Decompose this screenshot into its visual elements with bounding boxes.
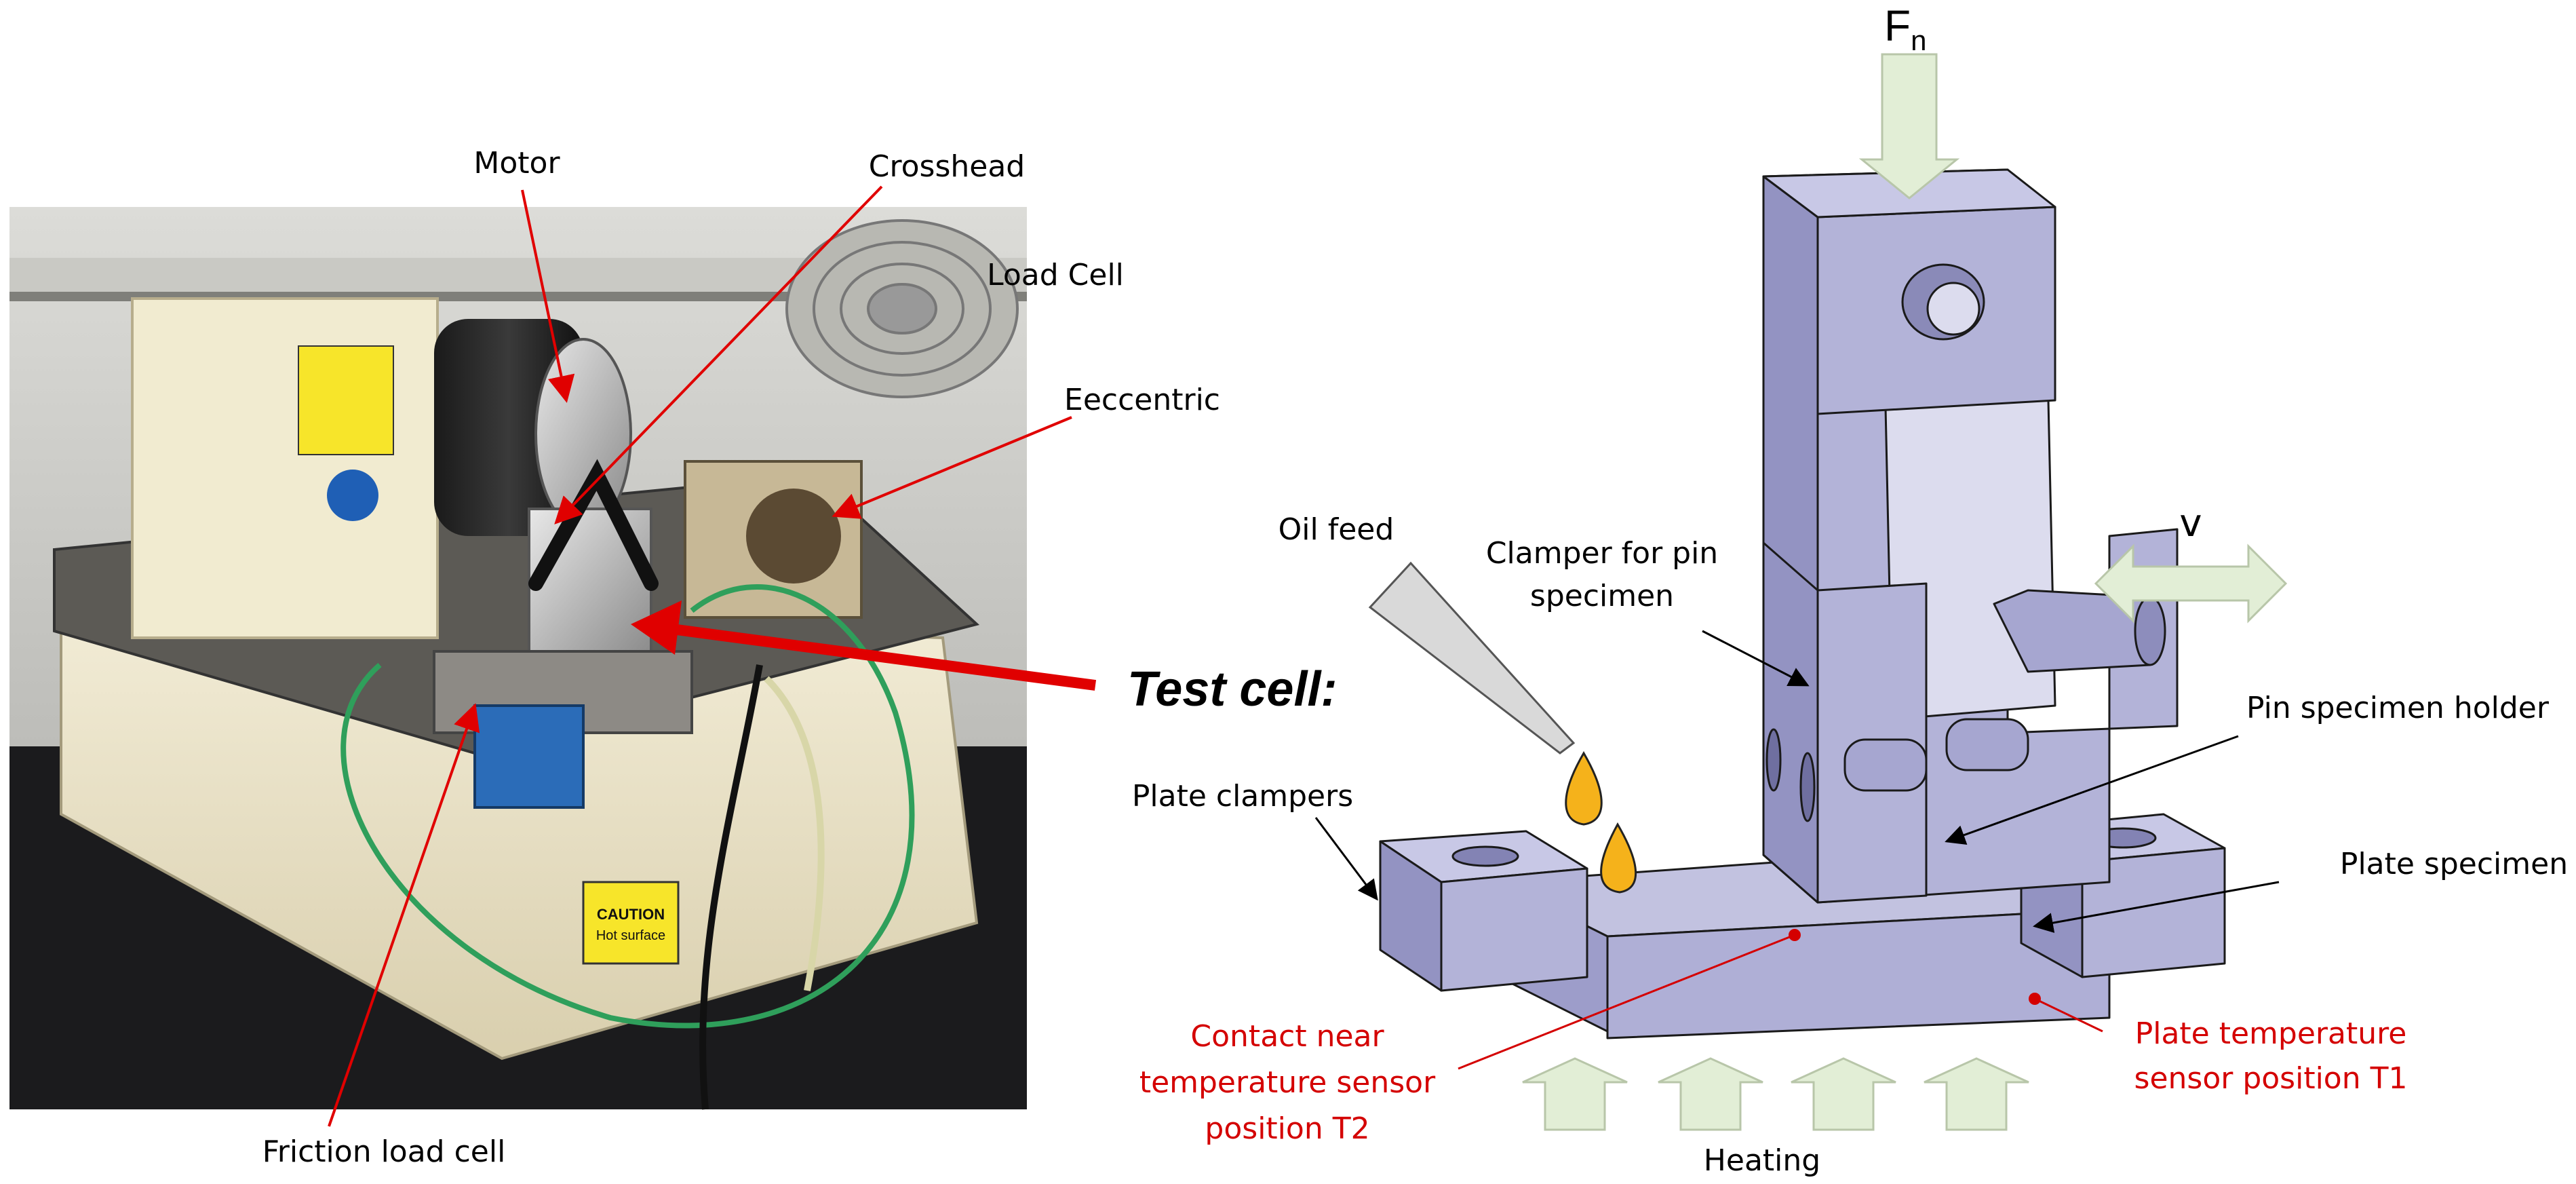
photo-caution-sign — [582, 881, 680, 965]
label-eccentric: Eeccentric — [1064, 383, 1220, 417]
label-test-cell: Test cell: — [1127, 662, 1337, 717]
label-friction-load-cell: Friction load cell — [262, 1134, 506, 1169]
heating-arrow-3 — [1791, 1057, 1896, 1131]
label-contact-sensor-1: Contact near — [1190, 1019, 1384, 1054]
plate-specimen-side — [1606, 908, 2111, 1039]
left-clamper-hole — [1451, 845, 1519, 867]
friction-load-cell-leader-line — [328, 703, 480, 1127]
photo-mandatory-sign — [327, 470, 378, 521]
velocity-arrow — [2094, 543, 2288, 624]
photo-crosshead-arms — [528, 459, 659, 591]
photo-duct — [785, 219, 1019, 398]
label-velocity: v — [2179, 501, 2202, 546]
label-clamper-pin-1: Clamper for pin — [1486, 536, 1718, 571]
test-cell-schematic — [1379, 168, 2226, 1039]
crosshead-leader-line — [554, 185, 883, 524]
label-pin-holder: Pin specimen holder — [2246, 691, 2550, 725]
right-clamper-side — [2081, 847, 2226, 978]
oil-feed-nozzle — [1368, 561, 1576, 755]
holder-bolt-hole-inner — [1926, 282, 1980, 336]
label-contact-sensor-2: temperature sensor — [1139, 1065, 1436, 1100]
pin-clamper-front — [1762, 541, 1819, 904]
photo-friction-load-cell-body — [473, 704, 585, 809]
label-plate-sensor-1: Plate temperature — [2135, 1016, 2407, 1051]
photo-caution-text-1: CAUTION — [597, 906, 665, 923]
photo-annotations — [328, 185, 1097, 1127]
sensor-markers — [1458, 929, 2103, 1070]
oil-drop-1 — [1565, 751, 1603, 826]
label-plate-specimen: Plate specimen — [2340, 847, 2568, 881]
photo-hose — [764, 676, 825, 991]
label-fn-subscript: n — [1911, 24, 1926, 56]
pin-roller-1 — [1843, 738, 1928, 792]
heating-arrow-2 — [1658, 1057, 1763, 1131]
tribometer-photo: CAUTION Hot surface — [9, 207, 1027, 1110]
label-plate-sensor-2: sensor position T1 — [2134, 1061, 2408, 1096]
clamper-pin-leader — [1702, 630, 1810, 687]
photo-wire-black — [699, 664, 763, 1110]
normal-force-arrow — [1858, 53, 1960, 199]
test-cell-arrow — [660, 622, 1097, 691]
label-clamper-pin-2: specimen — [1530, 579, 1674, 613]
plate-specimen-leader — [2033, 881, 2280, 933]
pin-roller-2 — [1945, 718, 2029, 771]
photo-warning-label — [298, 345, 394, 455]
heating-arrow-1 — [1522, 1057, 1628, 1131]
label-heating: Heating — [1704, 1143, 1820, 1178]
photo-wire-green — [340, 584, 915, 1029]
sensor-t2-leader — [1458, 934, 1795, 1070]
motor-leader-line — [521, 189, 575, 403]
photo-caution-text-2: Hot surface — [596, 928, 665, 943]
plate-clampers-leader — [1314, 817, 1378, 901]
pin-specimen-end — [2134, 596, 2166, 666]
label-fn: Fn — [1884, 1, 1926, 56]
label-fn-base: F — [1884, 1, 1911, 50]
pin-clamper-slot-1 — [1765, 728, 1782, 792]
sensor-t1-leader — [2034, 997, 2103, 1033]
pin-holder-leader — [1945, 735, 2239, 845]
heating-arrow-4 — [1924, 1057, 2029, 1131]
label-contact-sensor-3: position T2 — [1205, 1111, 1369, 1146]
oil-drop-2 — [1600, 822, 1637, 894]
heating-arrows — [1522, 1057, 2029, 1131]
pin-clamper-slot-2 — [1799, 752, 1816, 822]
label-load-cell: Load Cell — [987, 258, 1124, 292]
label-plate-clampers: Plate clampers — [1132, 779, 1353, 814]
eccentric-leader-line — [832, 416, 1072, 519]
label-oil-feed: Oil feed — [1279, 512, 1394, 547]
label-crosshead: Crosshead — [869, 149, 1025, 184]
left-clamper-side — [1440, 867, 1588, 992]
test-cell-arrow-head — [631, 600, 682, 655]
label-motor: Motor — [473, 146, 560, 180]
diagram-leader-lines — [1314, 630, 2280, 933]
photo-eccentric-disc — [746, 489, 841, 584]
